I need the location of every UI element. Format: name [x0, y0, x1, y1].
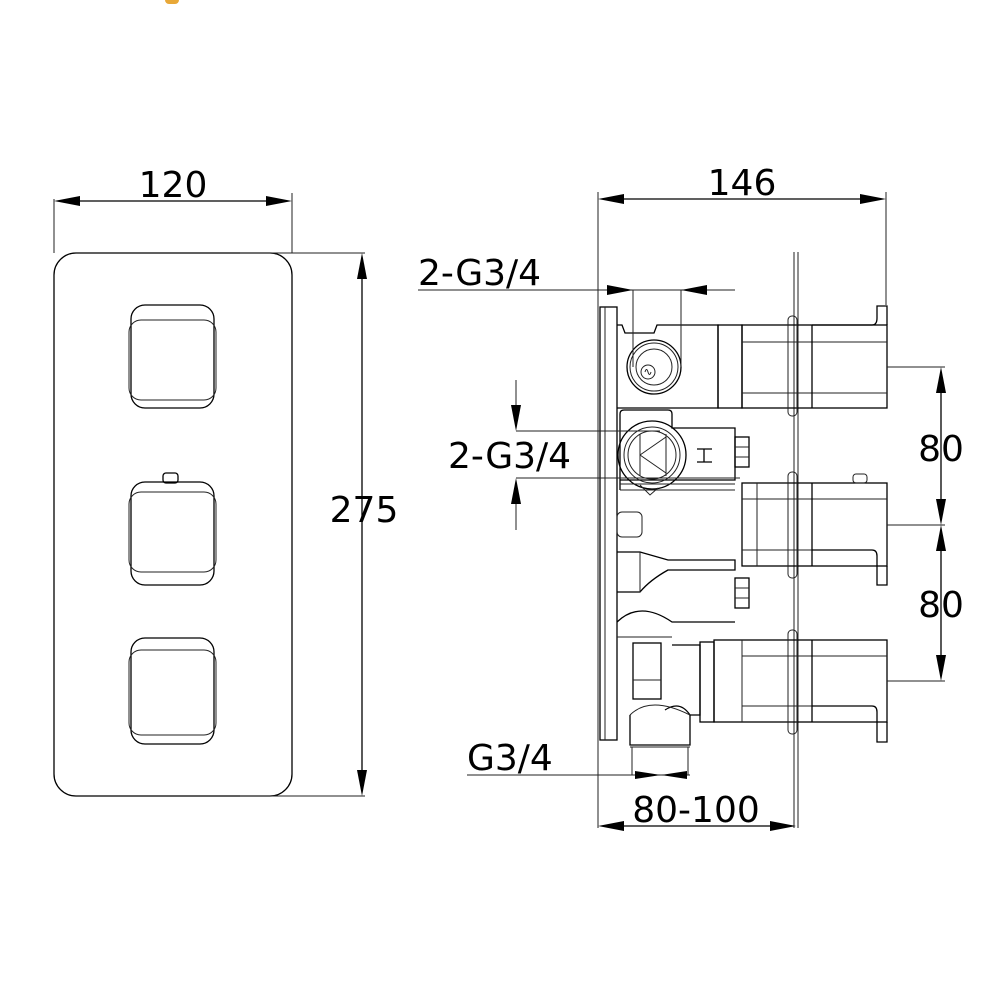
faceplate-outline [53, 252, 293, 797]
wall-depth-label: 80-100 [632, 790, 760, 831]
height-dimension-label: 275 [330, 490, 399, 531]
depth-dimension-label: 146 [708, 163, 777, 204]
handle-bottom [128, 637, 217, 745]
width-dimension-label: 120 [139, 165, 208, 206]
top-ports-label: 2-G3/4 [418, 253, 541, 294]
corner-mark [165, 0, 179, 4]
handle-middle [128, 472, 217, 586]
handle-top [128, 304, 217, 409]
outlet-port-label: G3/4 [467, 738, 553, 779]
spacing-bottom-label: 80 [918, 585, 964, 626]
spacing-top-label: 80 [918, 429, 964, 470]
inlet-ports-label: 2-G3/4 [448, 436, 571, 477]
side-view [418, 192, 946, 831]
front-view [53, 193, 367, 797]
